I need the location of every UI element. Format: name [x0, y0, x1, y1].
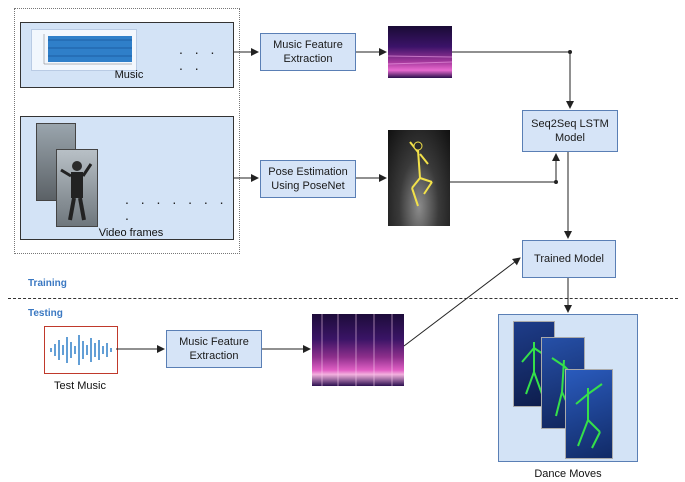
- test-music-label: Test Music: [54, 380, 106, 392]
- test-music-waveform: [44, 326, 118, 374]
- seq2seq-lstm-box: Seq2Seq LSTM Model: [522, 110, 618, 152]
- dancer-pose-icon: [409, 141, 433, 207]
- training-section-label: Training: [28, 278, 67, 289]
- music-feature-extraction-top: Music Feature Extraction: [260, 33, 356, 71]
- dance-frame-3: [565, 369, 613, 459]
- video-frames-label: Video frames: [98, 227, 164, 239]
- line-spectrogram-to-seq2seq: [452, 51, 574, 109]
- pose-estimation-box: Pose Estimation Using PoseNet: [260, 160, 356, 198]
- spectrogram-bottom-texture: [321, 314, 393, 386]
- dance-moves-panel: [498, 314, 638, 462]
- waveform-icon: [43, 34, 132, 65]
- test-waveform-icon: [50, 335, 112, 365]
- spectrogram-top-texture: [387, 55, 453, 65]
- line-pose-image-to-seq2seq: [450, 153, 560, 183]
- music-label: Music: [114, 69, 144, 81]
- trained-model-box: Trained Model: [522, 240, 616, 278]
- spectrogram-bottom: [312, 314, 404, 386]
- pose-image: [388, 130, 450, 226]
- arrow-bottom-spectrogram-to-trained: [403, 257, 521, 347]
- train-test-divider: [8, 298, 678, 299]
- video-frame-front: [56, 149, 98, 227]
- waveform-image: [31, 29, 137, 71]
- video-input-panel: . . . . . . . . Video frames: [20, 116, 234, 240]
- spectrogram-top: [387, 26, 453, 78]
- person-icon: [60, 161, 93, 221]
- music-ellipsis: . . . . .: [179, 41, 219, 73]
- testing-section-label: Testing: [28, 308, 63, 319]
- music-feature-extraction-bottom: Music Feature Extraction: [166, 330, 262, 368]
- dance-moves-label: Dance Moves: [534, 468, 602, 480]
- skeleton-icon-3: [575, 383, 603, 449]
- music-input-panel: Music . . . . .: [20, 22, 234, 88]
- training-input-frame: [14, 8, 240, 254]
- video-ellipsis: . . . . . . . .: [125, 191, 228, 223]
